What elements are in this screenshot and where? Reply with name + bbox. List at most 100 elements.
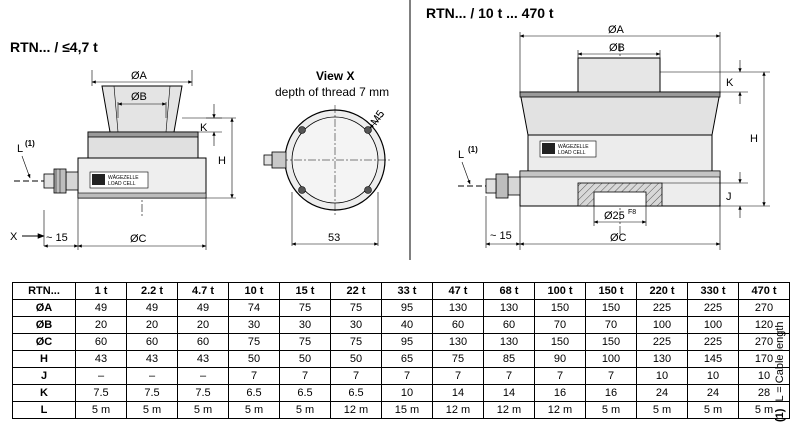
table-cell: 75 — [330, 299, 382, 317]
table-cell: 10 — [687, 367, 739, 385]
right-label-line2: LOAD CELL — [558, 150, 586, 156]
table-cell: 225 — [636, 299, 688, 317]
table-cell: 150 — [585, 299, 637, 317]
table-cell: 60 — [177, 333, 229, 351]
table-cell: 49 — [177, 299, 229, 317]
right-dim-B: ØB — [609, 42, 625, 54]
view-x-marker: X — [10, 231, 18, 243]
table-cell: 50 — [279, 350, 331, 368]
right-dim-K: K — [726, 77, 734, 89]
table-cell: 150 — [534, 299, 586, 317]
table-cell: 60 — [126, 333, 178, 351]
table-cell: 150 — [534, 333, 586, 351]
table-cell: 70 — [534, 316, 586, 334]
table-cell: 7 — [381, 367, 433, 385]
left-dim-B: ØB — [131, 91, 147, 103]
right-view-title: RTN... / 10 t ... 470 t — [426, 5, 554, 21]
table-cell: 75 — [228, 333, 280, 351]
table-cell: 5 m — [636, 401, 688, 419]
view-x-thread: M5 — [369, 108, 388, 127]
table-cell: 6.5 — [228, 384, 280, 402]
table-cell: 100 — [687, 316, 739, 334]
table-cell: 6.5 — [279, 384, 331, 402]
table-cell: 225 — [687, 333, 739, 351]
left-hbm-logo — [92, 174, 105, 185]
right-load-button — [577, 57, 661, 93]
table-cell: 225 — [687, 299, 739, 317]
table-cell: 20 — [75, 316, 127, 334]
table-cell: 95 — [381, 333, 433, 351]
table-cell: 12 m — [534, 401, 586, 419]
row-label: ØA — [12, 299, 76, 317]
view-x: View X depth of thread 7 mm M5 53 — [263, 69, 390, 246]
table-cell: 24 — [636, 384, 688, 402]
right-dim-L: L — [458, 149, 464, 161]
table-cell: 100 — [585, 350, 637, 368]
table-cell: 7 — [534, 367, 586, 385]
row-label: L — [12, 401, 76, 419]
left-note-ref: (1) — [25, 139, 35, 148]
table-cell: 75 — [279, 333, 331, 351]
right-dim-C: ØC — [610, 232, 627, 244]
table-cell: 130 — [483, 333, 535, 351]
row-label: ØB — [12, 316, 76, 334]
table-header-cell: 15 t — [279, 282, 331, 300]
table-cell: 7 — [330, 367, 382, 385]
left-dim-A: ØA — [131, 70, 148, 82]
table-cell: 130 — [432, 299, 484, 317]
table-cell: 7.5 — [75, 384, 127, 402]
table-cell: 65 — [381, 350, 433, 368]
footnote-ref: (1) — [774, 408, 786, 422]
table-cell: 5 m — [126, 401, 178, 419]
table-cell: 100 — [636, 316, 688, 334]
table-cell: 50 — [330, 350, 382, 368]
table-cell: 30 — [228, 316, 280, 334]
view-x-title: View X — [316, 69, 354, 83]
left-label-line2: LOAD CELL — [108, 181, 136, 187]
bolt-hole-icon — [298, 126, 306, 134]
table-cell: 5 m — [75, 401, 127, 419]
table-cell: 130 — [636, 350, 688, 368]
table-cell: 20 — [126, 316, 178, 334]
table-header-cell: 220 t — [636, 282, 688, 300]
table-cell: 7 — [228, 367, 280, 385]
table-cell: 7 — [432, 367, 484, 385]
left-side-view: RTN... / ≤4,7 t WÄGEZELLE LOAD CELL L (1… — [10, 39, 236, 250]
table-cell: 14 — [432, 384, 484, 402]
table-cell: 225 — [636, 333, 688, 351]
dimensions-table: RTN... 1 t 2.2 t 4.7 t 10 t 15 t 22 t 33… — [12, 282, 790, 419]
table-header-cell: 150 t — [585, 282, 637, 300]
right-bore-fit: F8 — [628, 209, 636, 216]
table-header-cell: 10 t — [228, 282, 280, 300]
table-cell: 150 — [585, 333, 637, 351]
right-cable-gland — [458, 173, 521, 199]
footnote-text: L = Cable length — [774, 321, 786, 401]
view-x-subtitle: depth of thread 7 mm — [275, 85, 389, 99]
table-header-cell: 330 t — [687, 282, 739, 300]
table-cell: 30 — [330, 316, 382, 334]
table-cell: 6.5 — [330, 384, 382, 402]
table-cell: 43 — [126, 350, 178, 368]
table-cell: 75 — [330, 333, 382, 351]
table-cell: 5 m — [279, 401, 331, 419]
table-cell: 10 — [381, 384, 433, 402]
table-cell: 75 — [432, 350, 484, 368]
table-cell: – — [75, 367, 127, 385]
view-x-cable-gland — [263, 151, 287, 169]
left-dim-15: ~ 15 — [46, 232, 68, 244]
table-cell: – — [126, 367, 178, 385]
left-dim-C: ØC — [130, 233, 147, 245]
table-cell: 90 — [534, 350, 586, 368]
table-cell: 43 — [75, 350, 127, 368]
table-cell: 95 — [381, 299, 433, 317]
right-side-view: RTN... / 10 t ... 470 t WÄGEZELLE LOAD C… — [426, 5, 770, 250]
table-cell: 7 — [483, 367, 535, 385]
right-dim-A: ØA — [608, 24, 625, 36]
left-dim-L: L — [17, 143, 23, 155]
right-hbm-logo — [542, 143, 555, 154]
left-label-line1: WÄGEZELLE — [108, 174, 139, 181]
